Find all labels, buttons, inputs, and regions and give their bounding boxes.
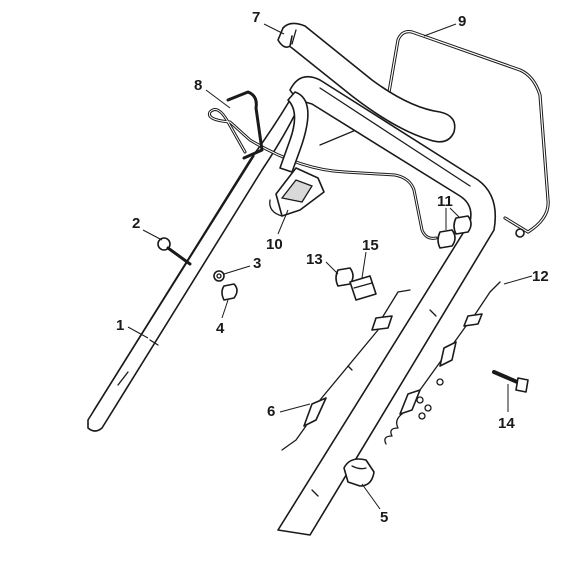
callout-10: 10 [266, 236, 283, 253]
callout-13: 13 [306, 251, 323, 268]
callout-14: 14 [498, 415, 515, 432]
callout-4: 4 [216, 320, 225, 337]
part-3-washer [213, 270, 225, 282]
part-9-bail-wire [386, 30, 550, 238]
callout-12: 12 [532, 268, 549, 285]
callout-labels: 1 2 3 4 5 6 7 8 9 10 11 12 13 14 15 [116, 9, 549, 526]
callout-1: 1 [116, 317, 124, 334]
part-6-control-cable-left [281, 289, 411, 451]
part-8-wire-guide [207, 90, 438, 240]
upper-handle-frame [277, 75, 497, 536]
callout-15: 15 [362, 237, 379, 254]
part-11-knob-nuts [437, 215, 472, 249]
callout-8: 8 [194, 77, 202, 94]
part-1-lower-handle-left [87, 99, 301, 432]
part-5-adjuster-knob [343, 458, 375, 487]
callout-11: 11 [437, 193, 453, 210]
part-4-knob-nut [221, 283, 238, 301]
callout-2: 2 [132, 215, 140, 232]
part-15-clamp-block [349, 275, 377, 301]
callout-3: 3 [253, 255, 261, 272]
callout-9: 9 [458, 13, 466, 30]
callout-7: 7 [252, 9, 260, 26]
part-2-eye-bolt [157, 237, 192, 266]
part-10-cable-clip [269, 167, 325, 217]
part-14-bolt [492, 370, 529, 393]
part-12-control-cable-right [384, 281, 501, 445]
callout-5: 5 [380, 509, 388, 526]
leader-lines [127, 23, 533, 510]
callout-6: 6 [267, 403, 275, 420]
